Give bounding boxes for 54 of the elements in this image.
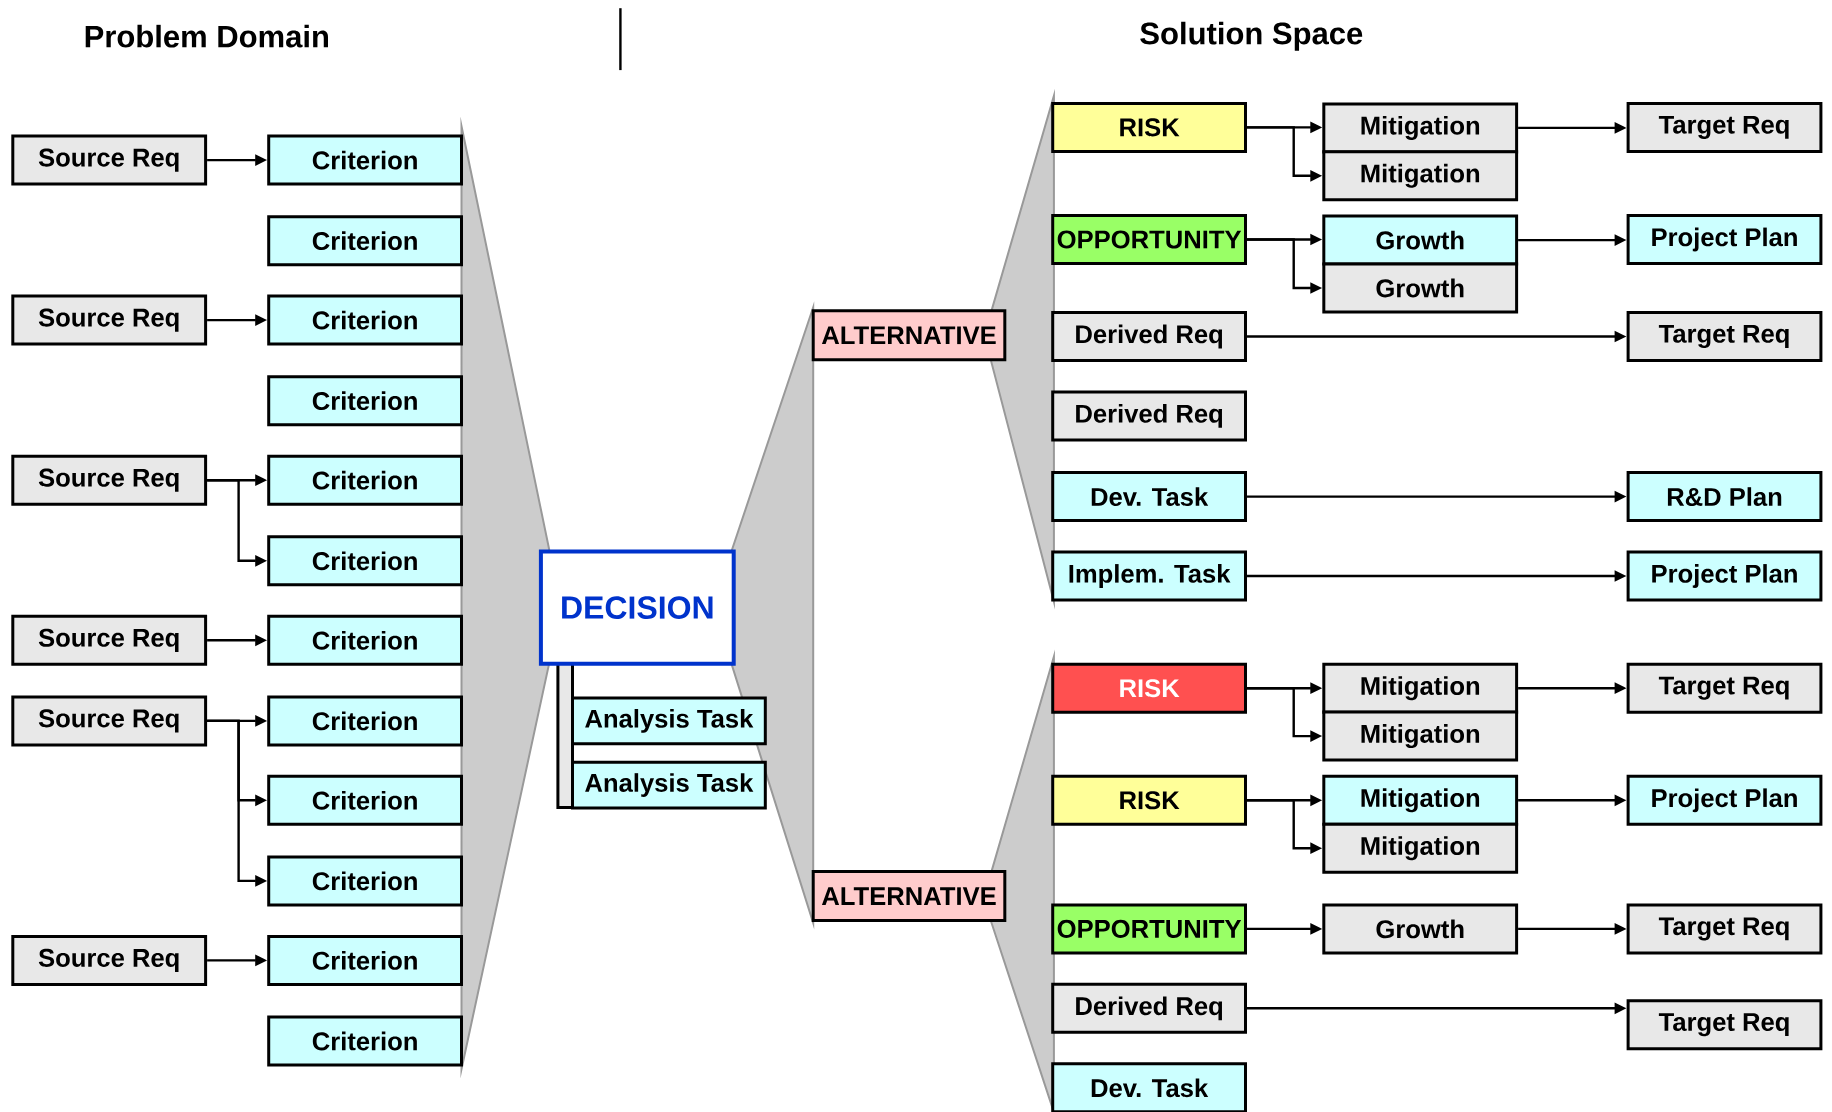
risk-box: RISK xyxy=(1051,101,1247,153)
requirement-box: Source Req xyxy=(11,134,208,186)
requirement-box: Derived Req xyxy=(1051,390,1247,442)
risk-box: RISK xyxy=(1051,774,1247,826)
plan-box: Project Plan xyxy=(1626,550,1823,602)
mitigation-box: Mitigation xyxy=(1322,662,1519,714)
task-box: Analysis Task xyxy=(571,760,767,810)
plan-box: R&D Plan xyxy=(1626,471,1823,523)
target-box: Target Req xyxy=(1626,101,1823,153)
target-box: Target Req xyxy=(1626,311,1823,362)
target-box: Target Req xyxy=(1626,662,1823,714)
growth-box: Growth xyxy=(1322,262,1519,314)
criterion-box: Criterion xyxy=(267,934,463,986)
target-box: Target Req xyxy=(1626,999,1823,1051)
alternative-box: ALTERNATIVE xyxy=(811,870,1007,923)
criterion-box: Criterion xyxy=(267,294,463,346)
requirement-box: Derived Req xyxy=(1051,311,1247,362)
mitigation-box: Mitigation xyxy=(1322,822,1519,874)
criterion-box: Criterion xyxy=(267,855,463,907)
criterion-box: Criterion xyxy=(267,535,463,587)
alternative-box: ALTERNATIVE xyxy=(811,309,1007,362)
plan-box: Project Plan xyxy=(1626,214,1823,265)
task-box: Analysis Task xyxy=(571,696,767,746)
mitigation-box: Mitigation xyxy=(1322,102,1519,154)
mitigation-box: Mitigation xyxy=(1322,774,1519,826)
requirement-box: Source Req xyxy=(11,294,208,346)
heading: Problem Domain xyxy=(85,24,328,48)
decision-box: DECISION xyxy=(538,549,736,666)
criterion-box: Criterion xyxy=(267,215,463,267)
criterion-box: Criterion xyxy=(267,134,463,186)
criterion-box: Criterion xyxy=(267,774,463,826)
plan-box: Project Plan xyxy=(1626,774,1823,826)
requirement-box: Source Req xyxy=(11,454,208,506)
growth-box: Growth xyxy=(1322,214,1519,266)
growth-box: Growth xyxy=(1322,903,1519,955)
criterion-box: Criterion xyxy=(267,695,463,747)
task-box: Dev. Task xyxy=(1051,1062,1247,1112)
mitigation-box: Mitigation xyxy=(1322,150,1519,202)
criterion-box: Criterion xyxy=(267,614,463,666)
requirement-box: Derived Req xyxy=(1051,982,1247,1034)
requirement-box: Source Req xyxy=(11,934,208,986)
criterion-box: Criterion xyxy=(267,1015,463,1067)
task-box: Dev. Task xyxy=(1051,471,1247,523)
requirement-box: Source Req xyxy=(11,695,208,747)
risk-box: RISK xyxy=(1051,662,1247,714)
target-box: Target Req xyxy=(1626,903,1823,955)
criterion-box: Criterion xyxy=(267,375,463,427)
mitigation-box: Mitigation xyxy=(1322,710,1519,762)
task-box: Implem. Task xyxy=(1051,550,1247,602)
heading: Solution Space xyxy=(1140,21,1363,51)
criterion-box: Criterion xyxy=(267,454,463,506)
opportunity-box: OPPORTUNITY xyxy=(1051,214,1247,265)
requirement-box: Source Req xyxy=(11,614,208,666)
opportunity-box: OPPORTUNITY xyxy=(1051,903,1247,955)
